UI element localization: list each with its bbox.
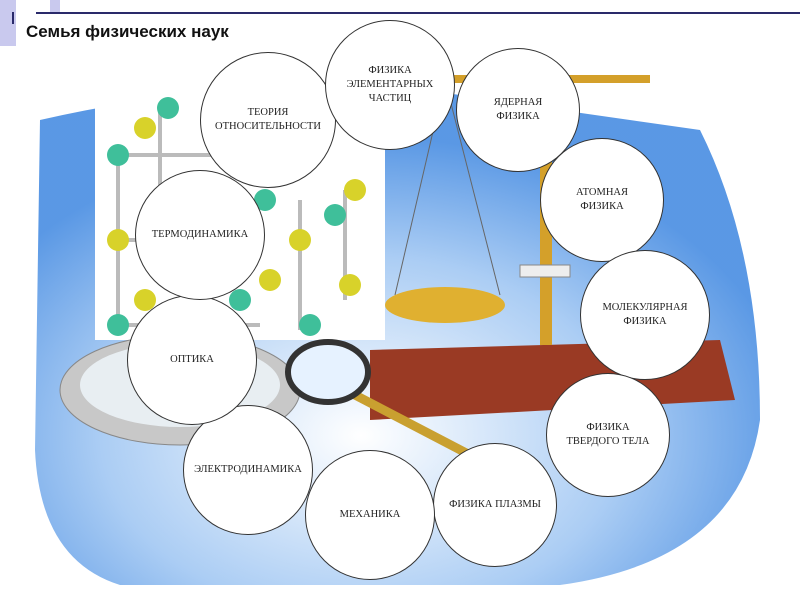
circle-optics: ОПТИКА (127, 295, 257, 425)
atoms (107, 97, 366, 336)
circle-relativity: ТЕОРИЯ ОТНОСИТЕЛЬНОСТИ (200, 52, 336, 188)
decor-block (50, 0, 60, 12)
magnifying-glass (285, 339, 473, 459)
circle-solid-state-physics: ФИЗИКА ТВЕРДОГО ТЕЛА (546, 373, 670, 497)
circle-mechanics: МЕХАНИКА (305, 450, 435, 580)
circle-plasma-physics: ФИЗИКА ПЛАЗМЫ (433, 443, 557, 567)
circle-thermodynamics: ТЕРМОДИНАМИКА (135, 170, 265, 300)
header-corner (12, 12, 14, 24)
circle-molecular-physics: МОЛЕКУЛЯРНАЯ ФИЗИКА (580, 250, 710, 380)
circle-electrodynamics: ЭЛЕКТРОДИНАМИКА (183, 405, 313, 535)
circle-nuclear-physics: ЯДЕРНАЯ ФИЗИКА (456, 48, 580, 172)
slide-title: Семья физических наук (26, 22, 229, 41)
decor-block (0, 0, 16, 46)
circle-particle-physics: ФИЗИКА ЭЛЕМЕНТАРНЫХ ЧАСТИЦ (325, 20, 455, 150)
circle-atomic-physics: АТОМНАЯ ФИЗИКА (540, 138, 664, 262)
header-line (36, 12, 800, 14)
